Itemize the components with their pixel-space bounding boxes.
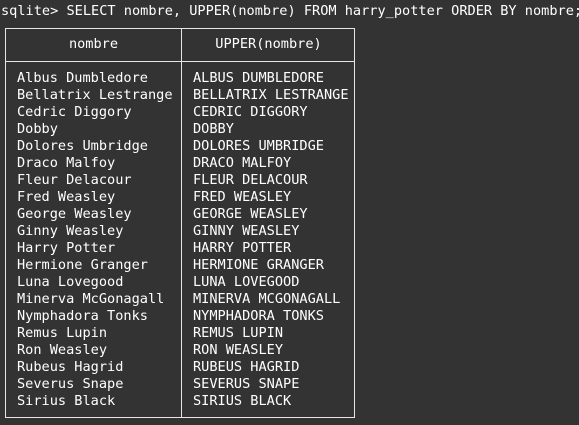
cell-nombre: Albus Dumbledore: [17, 70, 148, 86]
cell-nombre: Fleur Delacour: [17, 172, 132, 188]
cell-upper-nombre: RON WEASLEY: [193, 342, 284, 358]
command-line[interactable]: sqlite> SELECT nombre, UPPER(nombre) FRO…: [1, 3, 579, 20]
query-result-table: nombre UPPER(nombre) Albus Dumbledore ALB…: [5, 28, 355, 418]
cell-upper-nombre: GEORGE WEASLEY: [193, 206, 308, 222]
cell-nombre: Sirius Black: [17, 393, 116, 409]
table-row: Sirius Black SIRIUS BLACK: [6, 393, 354, 410]
cell-upper-nombre: HARRY POTTER: [193, 240, 292, 256]
column-divider: [181, 29, 182, 417]
table-row: Severus Snape SEVERUS SNAPE: [6, 376, 354, 393]
table-row: Nymphadora Tonks NYMPHADORA TONKS: [6, 308, 354, 325]
cell-upper-nombre: FLEUR DELACOUR: [193, 172, 308, 188]
cell-nombre: Rubeus Hagrid: [17, 359, 124, 375]
cell-nombre: Fred Weasley: [17, 189, 116, 205]
cell-upper-nombre: GINNY WEASLEY: [193, 223, 300, 239]
cell-upper-nombre: BELLATRIX LESTRANGE: [193, 87, 349, 103]
table-row: Ron Weasley RON WEASLEY: [6, 342, 354, 359]
column-header-nombre: nombre: [68, 36, 119, 52]
cell-upper-nombre: MINERVA MCGONAGALL: [193, 291, 341, 307]
cell-upper-nombre: DOBBY: [193, 121, 234, 137]
cell-upper-nombre: DRACO MALFOY: [193, 155, 292, 171]
header-separator: [6, 61, 354, 62]
cell-upper-nombre: CEDRIC DIGGORY: [193, 104, 308, 120]
table-row: Draco Malfoy DRACO MALFOY: [6, 155, 354, 172]
table-row: Harry Potter HARRY POTTER: [6, 240, 354, 257]
cell-nombre: Harry Potter: [17, 240, 116, 256]
table-row: Luna Lovegood LUNA LOVEGOOD: [6, 274, 354, 291]
cell-nombre: Severus Snape: [17, 376, 124, 392]
cell-nombre: Hermione Granger: [17, 257, 148, 273]
cell-upper-nombre: REMUS LUPIN: [193, 325, 284, 341]
cell-upper-nombre: HERMIONE GRANGER: [193, 257, 324, 273]
cell-nombre: Ginny Weasley: [17, 223, 124, 239]
cell-upper-nombre: SIRIUS BLACK: [193, 393, 292, 409]
cell-upper-nombre: SEVERUS SNAPE: [193, 376, 300, 392]
cell-upper-nombre: LUNA LOVEGOOD: [193, 274, 300, 290]
table-row: Ginny Weasley GINNY WEASLEY: [6, 223, 354, 240]
cell-nombre: Cedric Diggory: [17, 104, 132, 120]
sql-command: SELECT nombre, UPPER(nombre) FROM harry_…: [66, 3, 579, 19]
table-row: Bellatrix Lestrange BELLATRIX LESTRANGE: [6, 87, 354, 104]
table-row: Cedric Diggory CEDRIC DIGGORY: [6, 104, 354, 121]
cell-nombre: Nymphadora Tonks: [17, 308, 148, 324]
cell-upper-nombre: FRED WEASLEY: [193, 189, 292, 205]
table-row: Dobby DOBBY: [6, 121, 354, 138]
cell-nombre: Remus Lupin: [17, 325, 108, 341]
sqlite-prompt: sqlite>: [1, 3, 59, 19]
table-row: Dolores Umbridge DOLORES UMBRIDGE: [6, 138, 354, 155]
cell-nombre: Luna Lovegood: [17, 274, 124, 290]
table-row: George Weasley GEORGE WEASLEY: [6, 206, 354, 223]
cell-nombre: George Weasley: [17, 206, 132, 222]
table-row: Fred Weasley FRED WEASLEY: [6, 189, 354, 206]
table-row: Fleur Delacour FLEUR DELACOUR: [6, 172, 354, 189]
cell-nombre: Ron Weasley: [17, 342, 108, 358]
cell-nombre: Draco Malfoy: [17, 155, 116, 171]
cell-nombre: Minerva McGonagall: [17, 291, 165, 307]
table-row: Rubeus Hagrid RUBEUS HAGRID: [6, 359, 354, 376]
column-header-upper-nombre: UPPER(nombre): [215, 36, 322, 52]
cell-upper-nombre: DOLORES UMBRIDGE: [193, 138, 324, 154]
cell-upper-nombre: NYMPHADORA TONKS: [193, 308, 324, 324]
table-row: Albus Dumbledore ALBUS DUMBLEDORE: [6, 70, 354, 87]
cell-nombre: Bellatrix Lestrange: [17, 87, 173, 103]
cell-upper-nombre: ALBUS DUMBLEDORE: [193, 70, 324, 86]
cell-nombre: Dolores Umbridge: [17, 138, 148, 154]
table-row: Remus Lupin REMUS LUPIN: [6, 325, 354, 342]
cell-upper-nombre: RUBEUS HAGRID: [193, 359, 300, 375]
table-row: Minerva McGonagall MINERVA MCGONAGALL: [6, 291, 354, 308]
cell-nombre: Dobby: [17, 121, 58, 137]
table-row: Hermione Granger HERMIONE GRANGER: [6, 257, 354, 274]
